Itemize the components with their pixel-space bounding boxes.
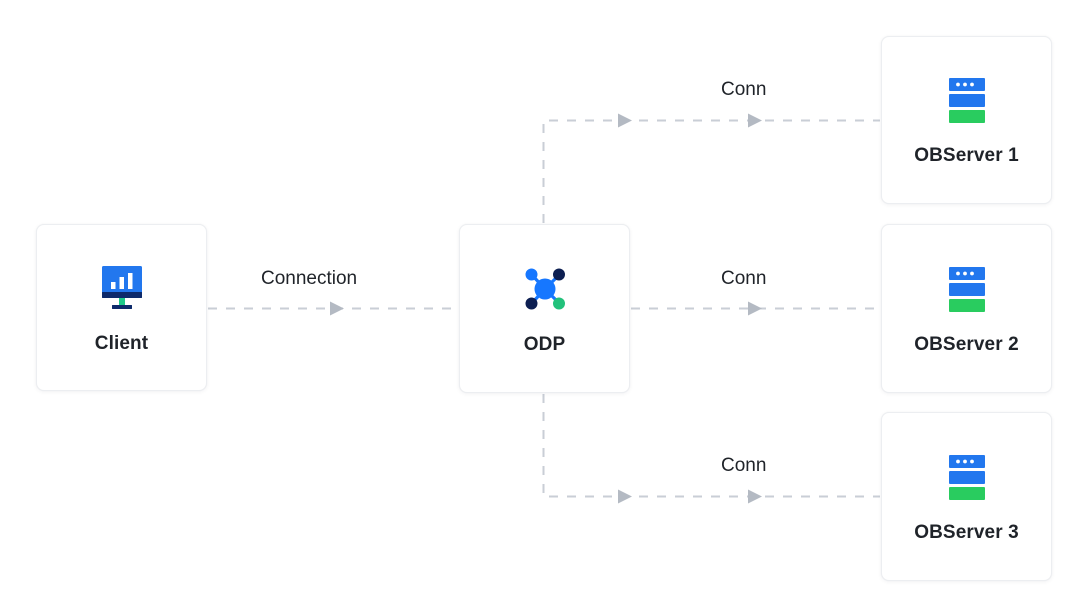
edge-line — [542, 119, 880, 223]
edge-label-odp-to-obs2: Conn — [721, 268, 767, 289]
node-observer-1[interactable]: OBServer 1 — [881, 36, 1052, 204]
edge-client-to-odp — [208, 301, 458, 316]
edge-line — [542, 394, 880, 498]
node-client[interactable]: Client — [36, 224, 207, 391]
monitor-chart-icon — [94, 263, 150, 320]
arrowhead-icon — [748, 301, 762, 316]
node-label-odp: ODP — [523, 333, 566, 355]
edge-label-client-to-odp: Connection — [261, 268, 358, 289]
node-observer-2[interactable]: OBServer 2 — [881, 224, 1052, 393]
edge-odp-to-obs2 — [631, 301, 880, 316]
node-label-observer-1: OBServer 1 — [914, 145, 1019, 166]
database-stack-icon — [943, 452, 991, 509]
node-label-observer-3: OBServer 3 — [914, 521, 1019, 543]
edge-odp-to-obs3 — [542, 394, 880, 504]
database-stack-icon — [943, 75, 991, 132]
node-label-client: Client — [94, 332, 149, 354]
node-label-observer-2: OBServer 2 — [914, 333, 1019, 355]
edge-label-odp-to-obs3: Conn — [721, 455, 767, 476]
network-hub-icon — [517, 264, 573, 321]
arrowhead-icon — [618, 113, 632, 128]
database-stack-icon — [943, 264, 991, 321]
arrowhead-icon — [330, 301, 344, 316]
node-odp[interactable]: ODP — [459, 224, 630, 393]
node-observer-3[interactable]: OBServer 3 — [881, 412, 1052, 581]
edge-odp-to-obs1 — [542, 113, 880, 223]
arrowhead-icon — [618, 489, 632, 504]
arrowhead-icon — [748, 113, 762, 128]
edge-label-odp-to-obs1: Conn — [721, 79, 767, 100]
arrowhead-icon — [748, 489, 762, 504]
